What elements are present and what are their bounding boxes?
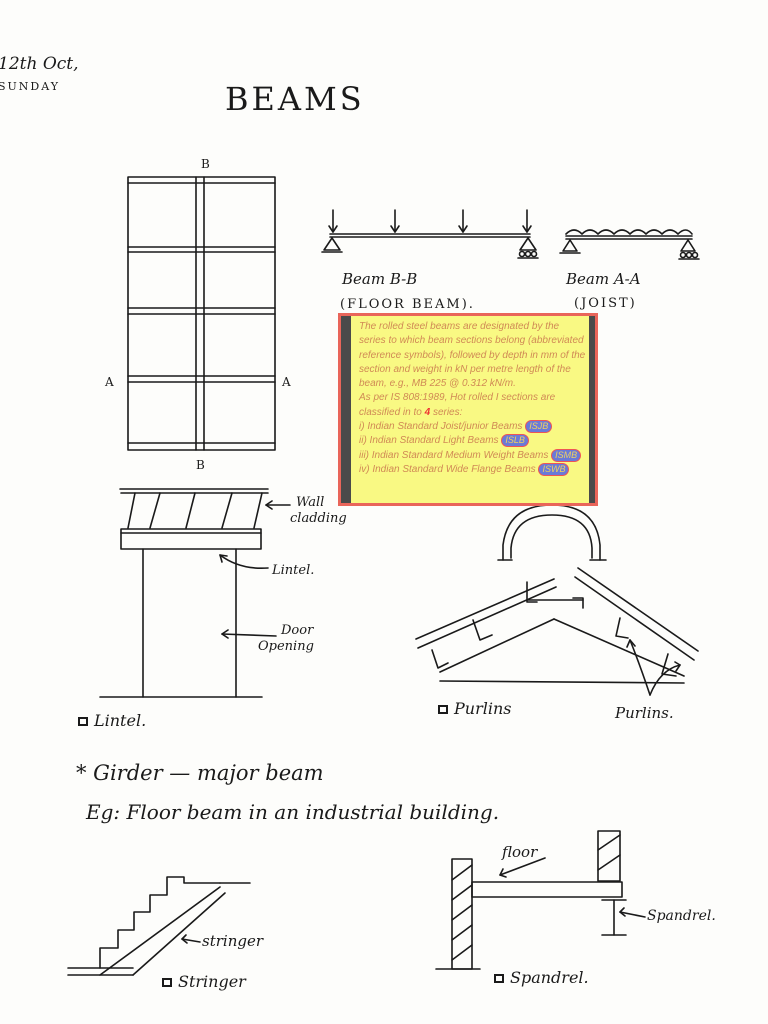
note-paragraph-1: The rolled steel beams are designated by…	[359, 321, 586, 390]
checkbox-icon	[438, 705, 448, 714]
note-right-edge	[589, 316, 595, 503]
spandrel-diagram	[435, 830, 646, 970]
lintel-caption: Lintel.	[78, 711, 146, 730]
note-text: The rolled steel beams are designated by…	[359, 320, 587, 477]
date-line-2: SUNDAY	[0, 80, 61, 93]
wall-cladding-label-1: Wall	[296, 495, 325, 510]
beam-bb-label: Beam B-B	[342, 270, 418, 288]
wall-cladding-label-2: cladding	[290, 511, 347, 526]
spandrel-caption-text: Spandrel.	[510, 968, 589, 987]
note-count-mark: 4	[424, 406, 431, 418]
purlins-diagram	[415, 504, 699, 696]
date-line-1: 12th Oct,	[0, 54, 79, 74]
door-label-2: Opening	[258, 639, 314, 654]
note-item-4-text: iv) Indian Standard Wide Flange Beams	[359, 463, 536, 475]
checkbox-icon	[162, 978, 172, 987]
beam-aa-diagram	[559, 229, 700, 260]
stringer-diagram	[67, 876, 251, 976]
note-item-1: i) Indian Standard Joist/junior Beams IS…	[359, 420, 587, 434]
plan-label-b-bottom: B	[196, 458, 205, 472]
floor-label: floor	[502, 843, 538, 861]
note-left-edge	[341, 316, 351, 503]
note-item-2-tag: ISLB	[501, 434, 529, 448]
purlins-caption-text: Purlins	[454, 699, 512, 718]
spandrel-caption: Spandrel.	[494, 968, 589, 987]
checkbox-icon	[78, 717, 88, 726]
note-item-3: iii) Indian Standard Medium Weight Beams…	[359, 448, 587, 463]
note-item-4: iv) Indian Standard Wide Flange Beams IS…	[359, 462, 587, 477]
note-item-3-text: iii) Indian Standard Medium Weight Beams	[359, 449, 549, 461]
purlins-caption: Purlins	[438, 699, 511, 718]
beam-aa-label: Beam A-A	[566, 270, 641, 288]
sticky-note: The rolled steel beams are designated by…	[338, 313, 598, 506]
page-title: BEAMS	[225, 80, 365, 118]
stringer-caption: Stringer	[162, 972, 246, 991]
plan-label-b-top: B	[201, 157, 210, 171]
girder-example: Eg: Floor beam in an industrial building…	[86, 800, 500, 824]
door-label-1: Door	[281, 623, 314, 638]
plan-label-a-right: A	[282, 375, 291, 389]
note-item-1-text: i) Indian Standard Joist/junior Beams	[359, 421, 523, 433]
note-item-1-tag: ISJB	[525, 420, 553, 434]
note-paragraph-2-text: As per IS 808:1989, Hot rolled I section…	[359, 392, 556, 418]
note-paragraph-2: As per IS 808:1989, Hot rolled I section…	[359, 391, 587, 420]
purlins-label: Purlins.	[615, 704, 674, 722]
note-item-2: ii) Indian Standard Light Beams ISLB	[359, 434, 587, 448]
stringer-caption-text: Stringer	[178, 972, 246, 991]
plan-label-a-left: A	[105, 375, 114, 389]
lintel-label: Lintel.	[272, 563, 315, 578]
girder-definition: * Girder — major beam	[76, 761, 324, 785]
note-item-3-tag: ISMB	[551, 448, 582, 462]
note-item-4-tag: ISWB	[538, 462, 570, 476]
floor-plan	[127, 176, 276, 451]
beam-aa-type: (JOIST)	[574, 296, 637, 311]
lintel-diagram	[99, 488, 291, 698]
spandrel-label: Spandrel.	[647, 908, 716, 924]
checkbox-icon	[494, 974, 504, 983]
lintel-caption-text: Lintel.	[94, 711, 147, 730]
stringer-label: stringer	[202, 932, 264, 950]
note-item-2-text: ii) Indian Standard Light Beams	[359, 435, 499, 447]
beam-bb-type: (FLOOR BEAM).	[340, 297, 475, 312]
beam-bb-diagram	[321, 209, 539, 259]
note-paragraph-2-end: series:	[432, 406, 463, 418]
